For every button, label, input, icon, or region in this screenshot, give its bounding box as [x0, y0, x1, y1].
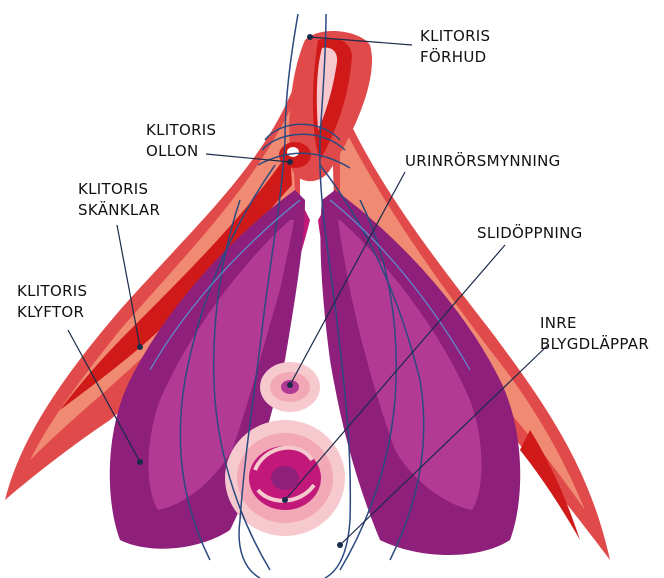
label-line: SLIDÖPPNING [477, 223, 583, 244]
label-slidoppning: SLIDÖPPNING [477, 223, 583, 244]
label-line: SKÄNKLAR [78, 200, 160, 221]
label-line: OLLON [146, 141, 216, 162]
label-inre-blygdlappar: INRE BLYGDLÄPPAR [540, 313, 649, 355]
label-line: INRE [540, 313, 649, 334]
label-klitoris-skanklar: KLITORIS SKÄNKLAR [78, 179, 160, 221]
vaginal-opening [225, 420, 345, 536]
label-line: KLITORIS [78, 179, 160, 200]
label-line: URINRÖRSMYNNING [405, 151, 561, 172]
label-line: FÖRHUD [420, 47, 490, 68]
label-klitoris-klyftor: KLITORIS KLYFTOR [17, 281, 87, 323]
label-line: KLITORIS [17, 281, 87, 302]
label-line: KLYFTOR [17, 302, 87, 323]
label-line: BLYGDLÄPPAR [540, 334, 649, 355]
label-urinrorsmynning: URINRÖRSMYNNING [405, 151, 561, 172]
label-line: KLITORIS [420, 26, 490, 47]
label-klitoris-forhud: KLITORIS FÖRHUD [420, 26, 490, 68]
label-klitoris-ollon: KLITORIS OLLON [146, 120, 216, 162]
label-line: KLITORIS [146, 120, 216, 141]
